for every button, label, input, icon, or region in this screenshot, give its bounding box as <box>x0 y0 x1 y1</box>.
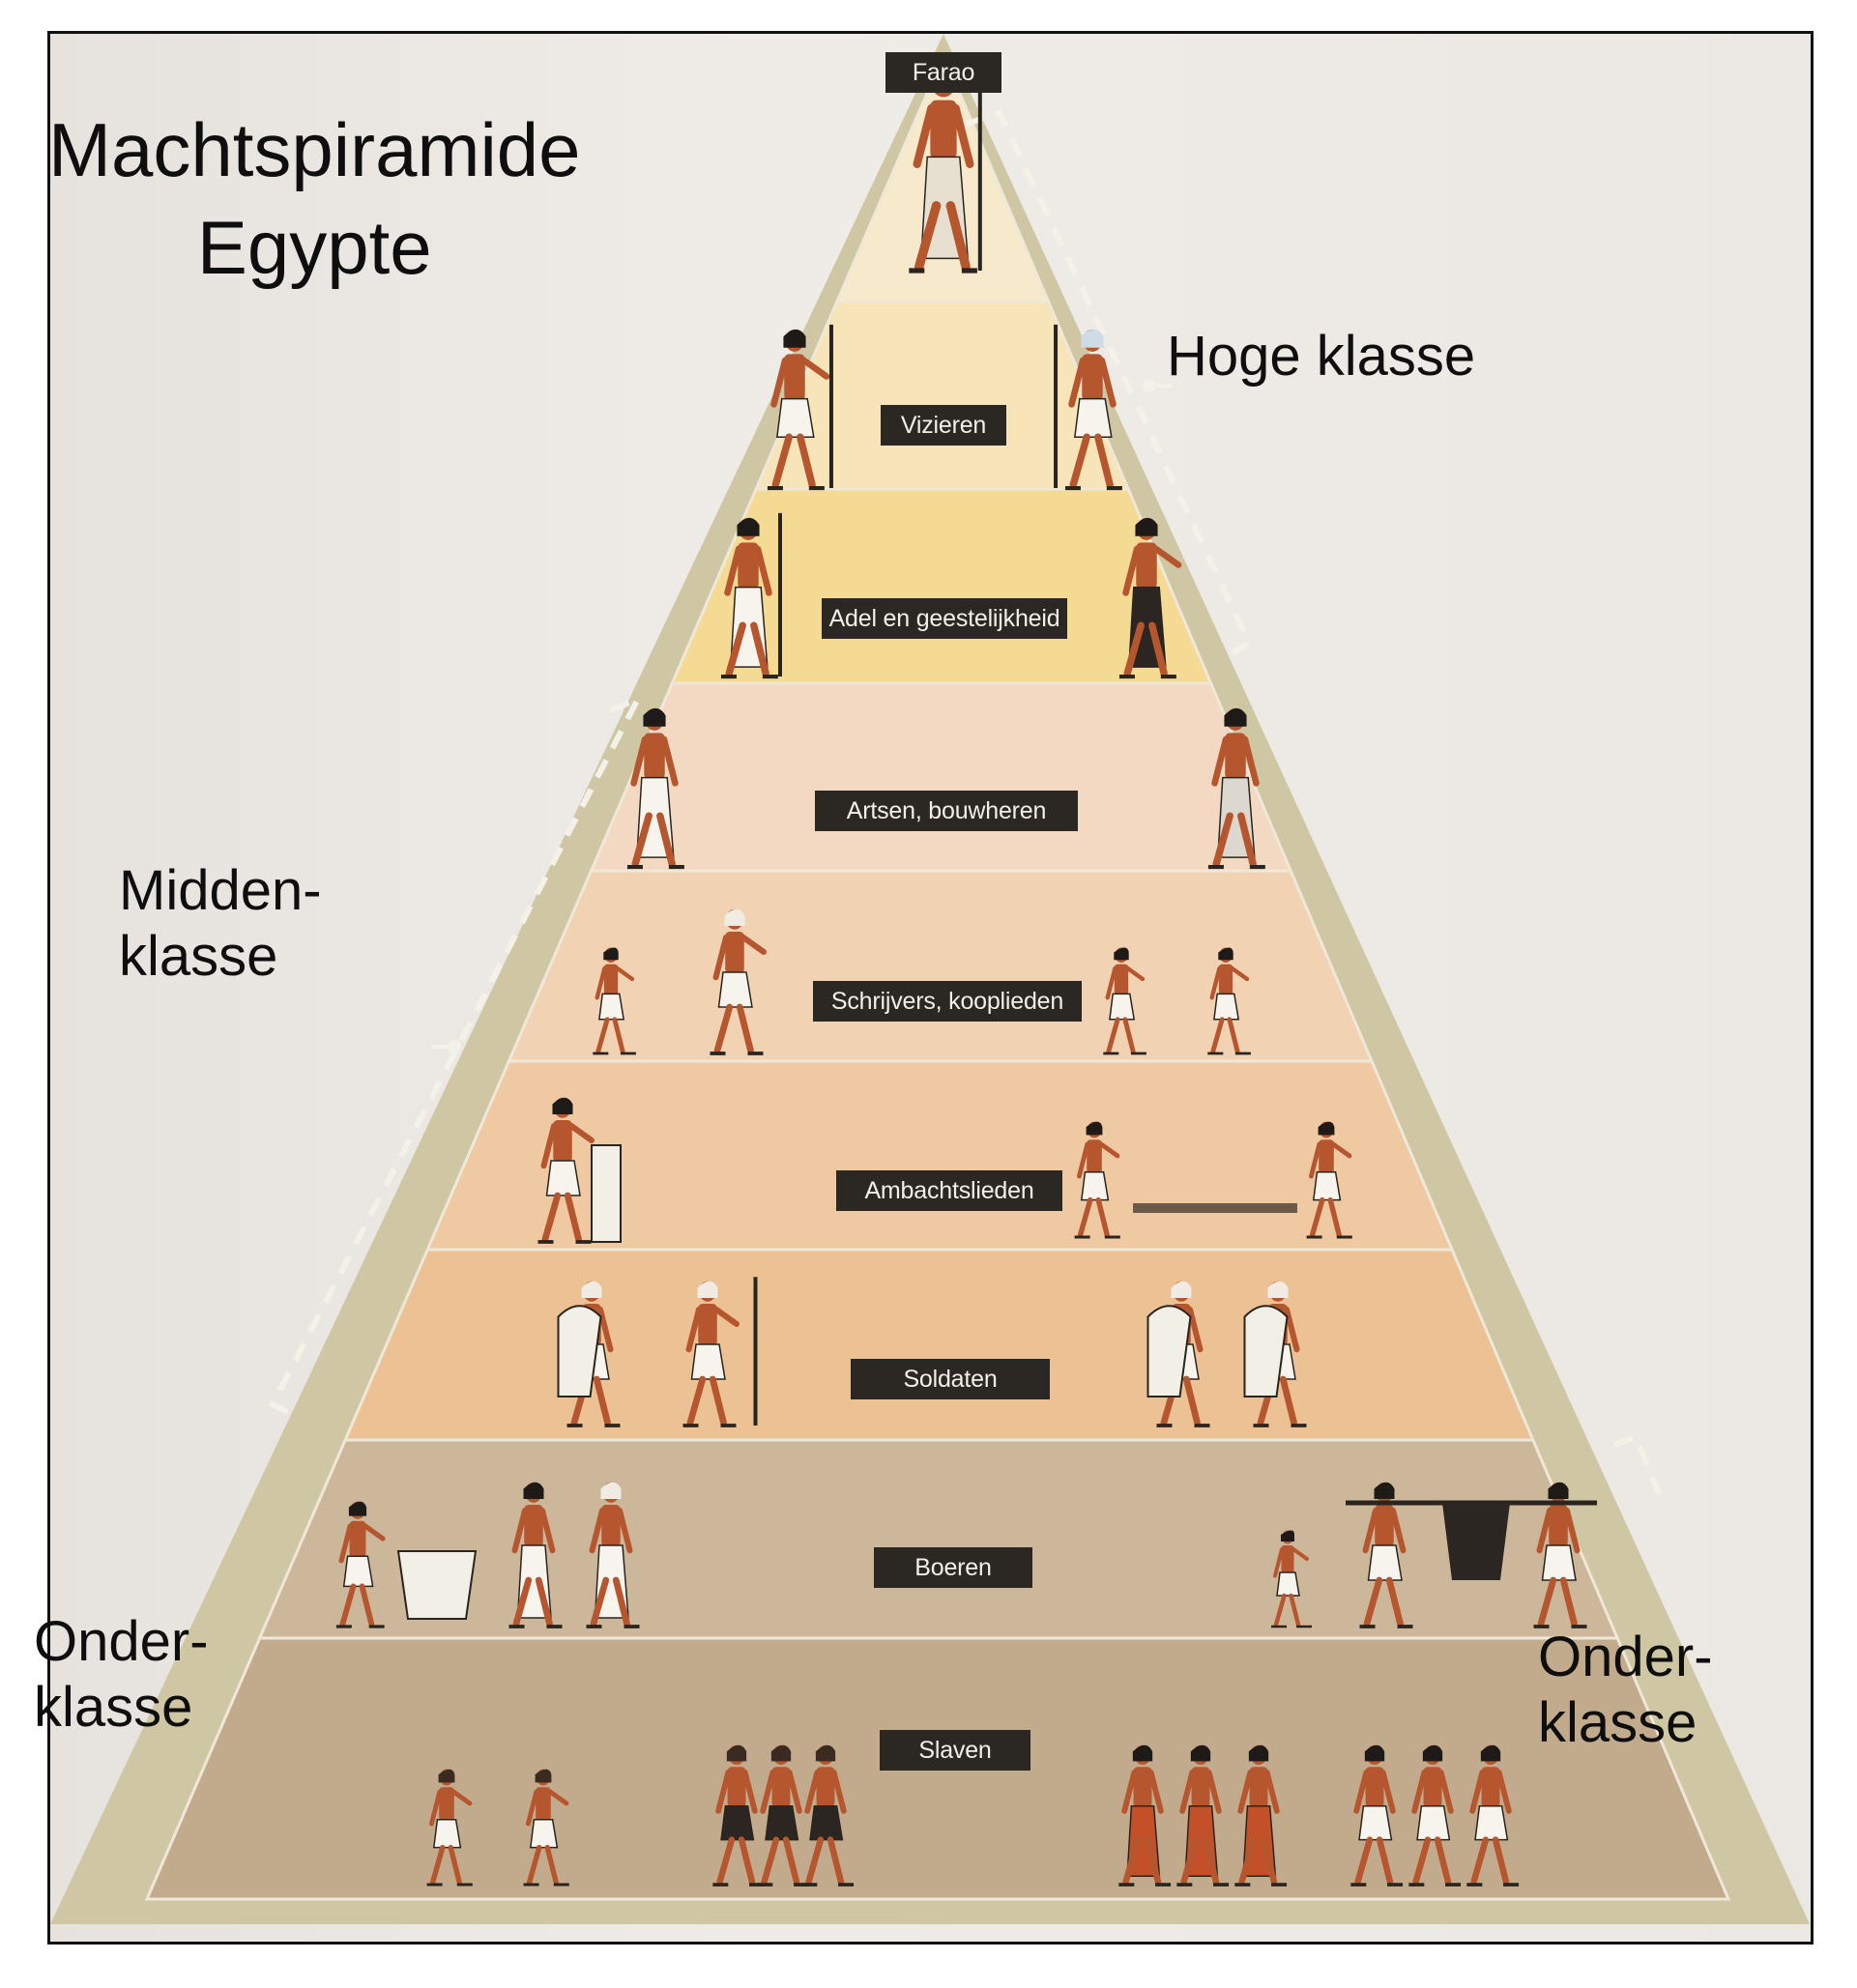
figure-scribe-3 <box>1207 947 1251 1055</box>
tier-band-soldaten <box>342 1248 1536 1442</box>
tier-label-schrijvers-kooplieden: Schrijvers, kooplieden <box>813 981 1082 1022</box>
lower-class-label-right: Onder- klasse <box>1538 1625 1713 1757</box>
workbench <box>591 1144 622 1243</box>
tier-band-ambachtslieden <box>424 1059 1455 1252</box>
figure-soldier-3 <box>1146 1281 1210 1427</box>
middle-class-line-2: klasse <box>119 925 278 989</box>
lower-class-right-line-1: Onder- <box>1538 1626 1713 1688</box>
lower-class-bracket <box>1612 1433 1666 1505</box>
figure-slave-6 <box>1118 1744 1172 1887</box>
tier-label-slaven: Slaven <box>880 1730 1030 1771</box>
forge-bar <box>1133 1203 1297 1213</box>
figure-slave-11 <box>1466 1744 1520 1887</box>
figure-harvester <box>1271 1530 1312 1628</box>
figure-slave-4 <box>757 1744 810 1887</box>
tier-band-artsen-bouwheren <box>589 681 1293 873</box>
lower-class-left-line-1: Onder- <box>34 1610 209 1673</box>
figure-slave-1 <box>426 1769 473 1887</box>
tier-label-ambachtslieden: Ambachtslieden <box>836 1170 1062 1211</box>
tier-label-adel-en-geestelijkheid: Adel en geestelijkheid <box>822 598 1067 639</box>
figures <box>335 62 1597 1887</box>
figure-slave-10 <box>1408 1744 1462 1887</box>
figure-merchant <box>710 908 767 1055</box>
figure-slave-5 <box>801 1744 855 1887</box>
figure-slave-3 <box>712 1744 766 1887</box>
upper-class-label: Hoge klasse <box>1167 325 1476 388</box>
title-line-1: Machtspiramide <box>48 107 581 192</box>
harvest-basket <box>1442 1503 1510 1580</box>
figure-vizier-right <box>1054 324 1122 491</box>
tier-label-vizieren: Vizieren <box>881 405 1006 446</box>
figure-soldier-2 <box>682 1277 758 1427</box>
figure-slave-2 <box>523 1769 569 1887</box>
figure-slave-7 <box>1176 1744 1230 1887</box>
figure-slave-9 <box>1350 1744 1404 1887</box>
figure-soldier-1 <box>557 1281 621 1427</box>
middle-class-bracket <box>268 692 645 1419</box>
diagram-frame: Farao Vizieren Adel en geestelijkheid Ar… <box>47 31 1813 1945</box>
pyramid-tiers <box>144 51 1731 1901</box>
figure-scribe-1 <box>593 947 636 1055</box>
figure-vizier-left <box>767 324 833 491</box>
figure-soldier-4 <box>1243 1281 1307 1427</box>
lower-class-label-left: Onder- klasse <box>34 1609 209 1742</box>
figure-priest-right <box>1118 517 1182 679</box>
figure-farmer-1 <box>335 1501 386 1628</box>
figure-smith-left <box>1074 1121 1120 1239</box>
figure-scribe-2 <box>1103 947 1146 1055</box>
figure-builder-right <box>1207 707 1265 870</box>
figure-carrier-2 <box>1533 1482 1587 1628</box>
tier-label-artsen-bouwheren: Artsen, bouwheren <box>815 791 1078 831</box>
figure-noble-left <box>720 512 782 679</box>
middle-class-label: Midden- klasse <box>119 858 322 991</box>
figure-farmer-woman-1 <box>508 1482 563 1628</box>
figure-slave-8 <box>1234 1744 1288 1887</box>
figure-craftsman-left <box>537 1097 595 1244</box>
figure-carrier-1 <box>1359 1482 1413 1628</box>
figure-farmer-woman-2 <box>586 1482 640 1628</box>
figure-doctor-left <box>626 707 684 870</box>
title-line-2: Egypte <box>196 205 432 291</box>
diagram-title: Machtspiramide Egypte <box>48 101 581 298</box>
lower-class-left-line-2: klasse <box>34 1676 193 1740</box>
tier-band-schrijvers-kooplieden <box>507 869 1375 1063</box>
figure-smith-right <box>1306 1121 1352 1239</box>
middle-class-line-1: Midden- <box>119 859 322 922</box>
lower-class-right-line-2: klasse <box>1538 1691 1697 1755</box>
tier-label-boeren: Boeren <box>874 1547 1032 1588</box>
tier-label-soldaten: Soldaten <box>851 1359 1050 1399</box>
tier-label-farao: Farao <box>885 52 1001 93</box>
grain-basket <box>396 1550 478 1620</box>
